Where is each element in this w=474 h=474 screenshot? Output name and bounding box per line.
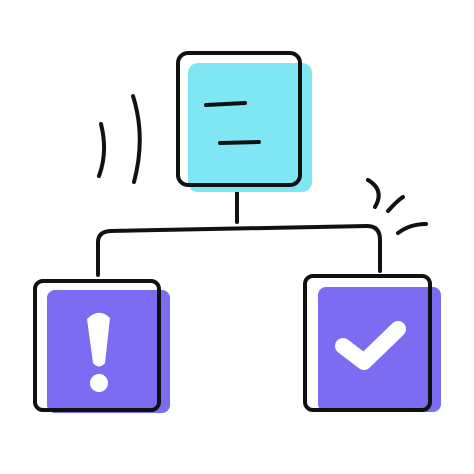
branch-connector <box>96 224 382 277</box>
left-warning-node <box>33 279 170 413</box>
exclamation-icon <box>87 312 110 392</box>
top-node-fill <box>188 63 312 192</box>
checkmark-icon <box>335 321 406 370</box>
spark-lines-right <box>366 178 428 235</box>
right-success-node <box>303 274 441 412</box>
spark-line-2 <box>386 195 405 213</box>
left-node-outline <box>33 279 161 412</box>
spark-line-1 <box>366 178 381 209</box>
document-lines-icon <box>204 101 261 145</box>
top-node-outline <box>176 51 302 187</box>
top-document-node <box>176 51 312 192</box>
right-node-outline <box>303 274 432 412</box>
exclamation-stem <box>87 312 110 367</box>
spark-line-3 <box>396 222 428 235</box>
connector-lines <box>96 186 382 277</box>
motion-lines-left <box>97 94 142 184</box>
exclamation-dot <box>90 374 108 392</box>
left-node-fill <box>47 290 170 413</box>
document-line-2 <box>218 140 261 145</box>
motion-line-2 <box>97 122 106 178</box>
motion-line-1 <box>131 94 142 184</box>
document-line-1 <box>204 101 247 107</box>
